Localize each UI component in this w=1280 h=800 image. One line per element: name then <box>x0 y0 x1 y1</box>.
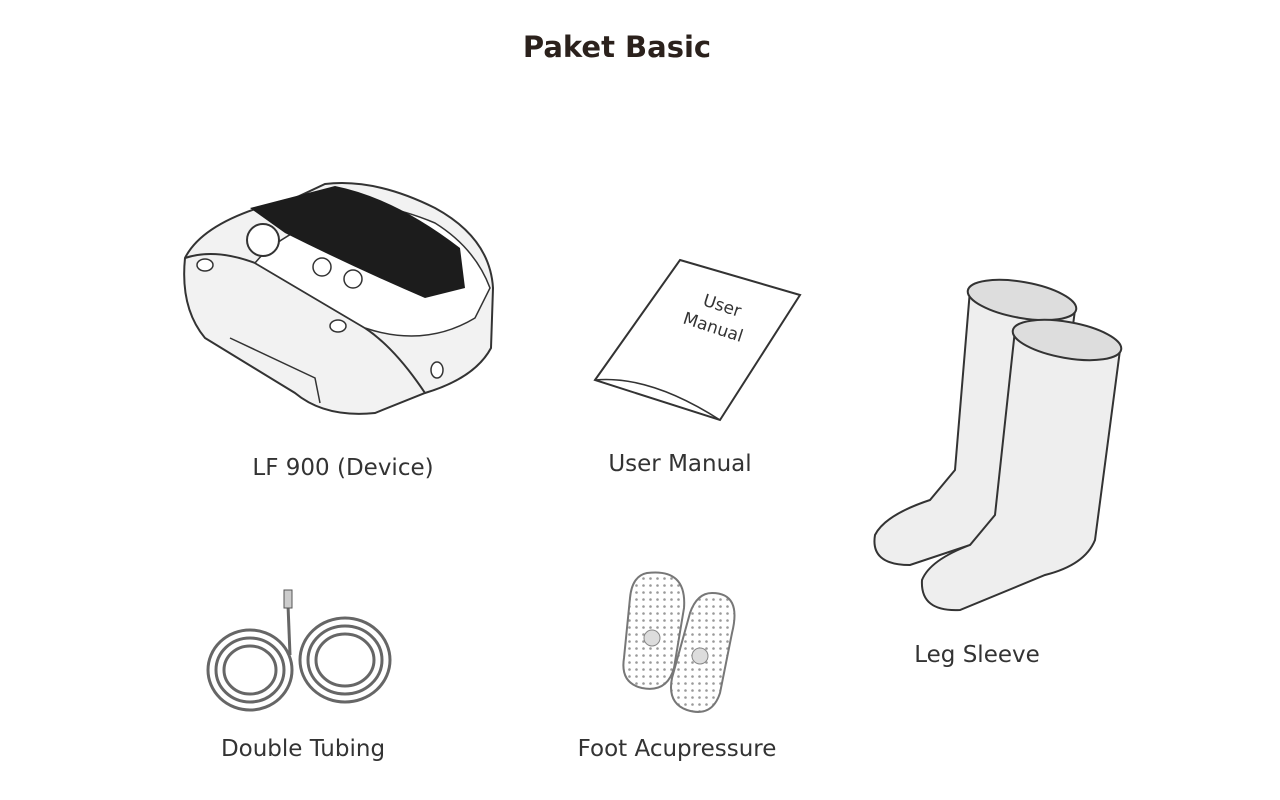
item-label-leg-sleeve: Leg Sleeve <box>914 642 1040 668</box>
manual-booklet-icon: User Manual <box>593 258 802 422</box>
foot-insole-icon <box>622 571 736 713</box>
page-title: Paket Basic <box>522 30 712 64</box>
massage-device-icon <box>183 182 495 415</box>
item-label-manual: User Manual <box>608 451 752 477</box>
item-label-device: LF 900 (Device) <box>252 455 434 481</box>
item-label-foot-acupressure: Foot Acupressure <box>577 736 777 762</box>
tubing-icon <box>206 589 392 712</box>
leg-sleeve-icon <box>873 278 1123 612</box>
item-label-tubing: Double Tubing <box>220 736 386 762</box>
